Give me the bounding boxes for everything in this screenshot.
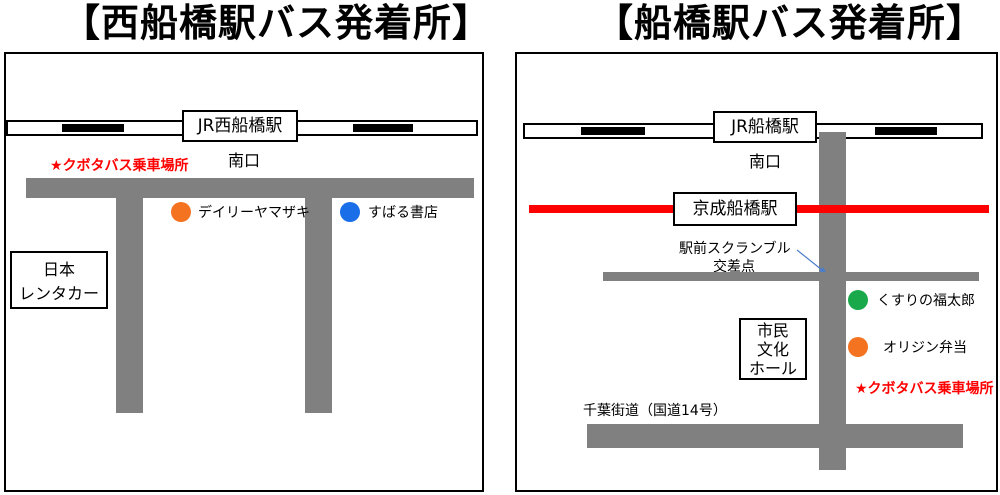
- nippon-rentacar-box: 日本 レンタカー: [10, 251, 108, 309]
- right-map-title: 【船橋駅バス発着所】: [595, 1, 986, 45]
- road-vertical-main: [819, 132, 846, 470]
- chiba-kaido-road-label: 千葉街道（国道14号）: [583, 403, 727, 419]
- civic-culture-hall-box: 市民 文化 ホール: [739, 318, 807, 380]
- rail-segment-dark: [62, 124, 124, 132]
- south-exit-label: 南口: [749, 152, 782, 171]
- keisei-funabashi-station[interactable]: 京成船橋駅: [673, 192, 797, 226]
- bus-stop-label: ★クボタバス乗車場所: [855, 381, 994, 397]
- rail-segment-dark: [353, 124, 413, 132]
- road-chiba-kaido: [587, 424, 963, 448]
- origin-bento-marker-icon: [848, 337, 868, 357]
- daily-yamazaki-marker-icon: [171, 202, 191, 222]
- box-line: ホール: [748, 358, 797, 378]
- box-line: レンタカー: [18, 284, 99, 303]
- left-map-panel: JR西船橋駅 南口 ★クボタバス乗車場所 デイリーヤマザキ すばる書店 日本 レ…: [4, 52, 484, 492]
- jr-nishifunabashi-station[interactable]: JR西船橋駅: [182, 110, 298, 142]
- poi-label-origin-bento: オリジン弁当: [883, 340, 967, 356]
- kusuri-no-fukutaro-marker-icon: [848, 290, 868, 310]
- scramble-crossing-label: 駅前スクランブル 交差点: [679, 240, 791, 276]
- right-map-panel: JR船橋駅 南口 京成船橋駅 駅前スクランブル 交差点 くすりの福太郎 オリジン…: [515, 52, 998, 492]
- poi-label-kusuri-no-fukutaro: くすりの福太郎: [877, 293, 975, 309]
- box-line: 市民: [756, 320, 789, 340]
- bus-stop-label: ★クボタバス乗車場所: [50, 158, 189, 174]
- road-crossing-horizontal: [603, 272, 979, 281]
- box-line: 文化: [756, 339, 789, 359]
- box-line: 日本: [42, 260, 75, 279]
- south-exit-label: 南口: [228, 151, 261, 170]
- poi-label-subaru-shoten: すばる書店: [368, 205, 438, 221]
- rail-segment-dark: [581, 127, 645, 135]
- crossing-label-line: 駅前スクランブル: [679, 241, 791, 257]
- rail-segment-dark: [875, 127, 937, 135]
- jr-funabashi-station[interactable]: JR船橋駅: [713, 111, 817, 143]
- crossing-label-line: 交差点: [713, 259, 755, 275]
- subaru-shoten-marker-icon: [340, 202, 360, 222]
- road-vertical-left: [116, 198, 143, 413]
- road-horizontal: [26, 178, 474, 198]
- road-vertical-right: [305, 198, 332, 413]
- left-map-title: 【西船橋駅バス発着所】: [62, 1, 492, 45]
- poi-label-daily-yamazaki: デイリーヤマザキ: [198, 205, 310, 221]
